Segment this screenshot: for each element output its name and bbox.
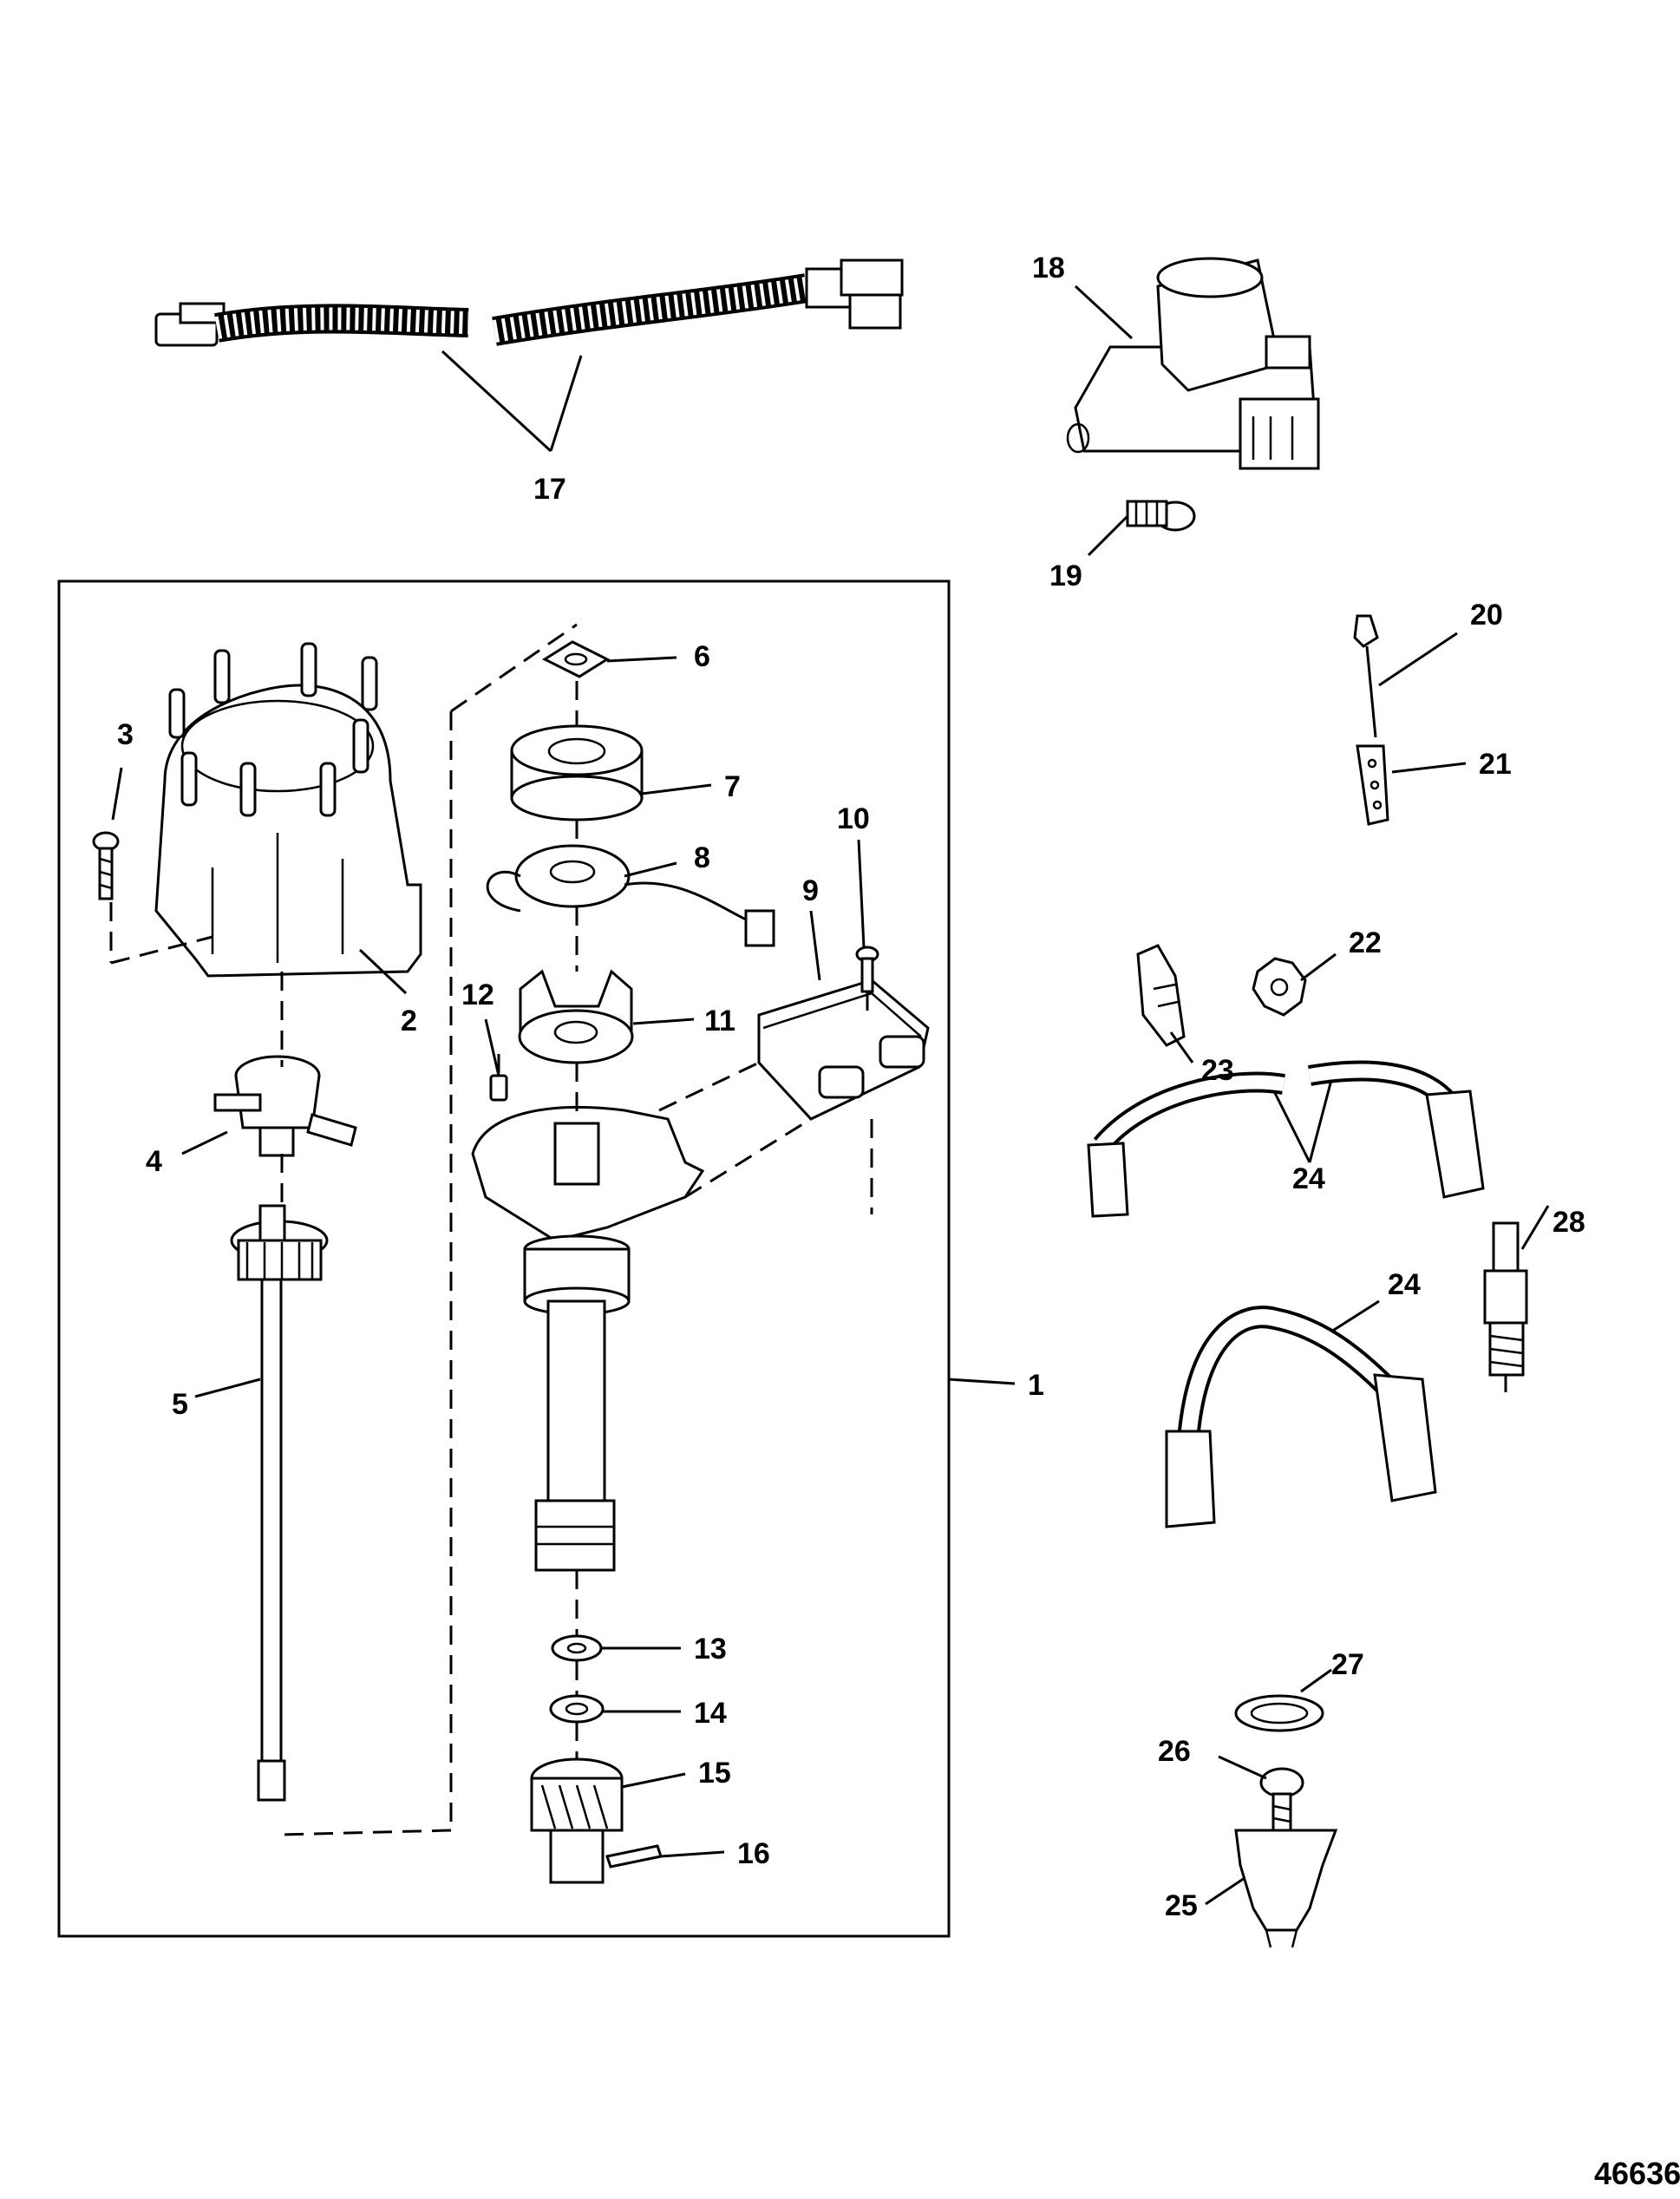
callout-6: 6 bbox=[694, 640, 710, 673]
callout-20: 20 bbox=[1470, 599, 1503, 632]
callout-16: 16 bbox=[737, 1837, 770, 1870]
callout-26: 26 bbox=[1158, 1735, 1191, 1768]
callout-13: 13 bbox=[694, 1633, 727, 1666]
callout-12: 12 bbox=[461, 978, 494, 1011]
callout-3: 3 bbox=[117, 718, 134, 751]
spark-plug-wire-upper-part bbox=[1087, 1060, 1485, 1218]
washer-part-27 bbox=[1234, 1694, 1324, 1732]
spark-plug-wire-lower-part bbox=[1165, 1306, 1437, 1528]
wire-harness-part bbox=[154, 259, 904, 347]
callout-17: 17 bbox=[533, 473, 566, 506]
callout-27: 27 bbox=[1331, 1648, 1364, 1681]
thrust-washer-part-13 bbox=[551, 1634, 603, 1662]
coil-screw-part bbox=[1126, 500, 1196, 532]
pickup-coil-part bbox=[486, 844, 775, 947]
callout-10: 10 bbox=[837, 802, 870, 835]
pole-piece-part bbox=[510, 724, 644, 821]
callout-2: 2 bbox=[401, 1005, 417, 1037]
callout-22: 22 bbox=[1349, 926, 1382, 959]
callout-24-upper: 24 bbox=[1292, 1162, 1325, 1195]
callout-4: 4 bbox=[146, 1145, 162, 1178]
ignition-coil-part bbox=[1066, 257, 1320, 470]
callout-8: 8 bbox=[694, 841, 710, 874]
distributor-assembly-frame bbox=[57, 579, 951, 1938]
callout-28: 28 bbox=[1553, 1206, 1585, 1239]
callout-23: 23 bbox=[1201, 1054, 1234, 1087]
callout-15: 15 bbox=[698, 1757, 731, 1790]
leader-lines bbox=[111, 285, 1550, 1906]
callout-11: 11 bbox=[704, 1005, 735, 1037]
callout-18: 18 bbox=[1032, 252, 1065, 285]
distributor-shaft-part bbox=[230, 1204, 329, 1802]
clip-part-23 bbox=[1136, 944, 1186, 1047]
cap-screw-part bbox=[92, 831, 120, 900]
retainer-part-22 bbox=[1252, 957, 1307, 1017]
rotor-part bbox=[213, 1055, 357, 1157]
callout-9: 9 bbox=[802, 874, 819, 907]
pin-part-12 bbox=[489, 1074, 508, 1102]
spark-plug-part bbox=[1483, 1221, 1528, 1392]
distributor-housing-part bbox=[471, 1106, 705, 1572]
gasket-part-6 bbox=[541, 640, 611, 678]
callout-25: 25 bbox=[1165, 1889, 1198, 1922]
hold-down-clamp-part bbox=[1234, 1829, 1338, 1948]
clip-part-21 bbox=[1356, 744, 1389, 826]
washer-part-14 bbox=[549, 1694, 605, 1724]
callout-14: 14 bbox=[694, 1697, 727, 1730]
ignition-module-part bbox=[757, 978, 930, 1121]
callout-19: 19 bbox=[1049, 560, 1082, 592]
drive-gear-part bbox=[530, 1757, 624, 1884]
callout-7: 7 bbox=[724, 770, 741, 803]
roll-pin-part bbox=[605, 1844, 663, 1868]
callout-24-lower: 24 bbox=[1388, 1268, 1421, 1301]
distributor-cap-part bbox=[154, 642, 422, 978]
callout-5: 5 bbox=[172, 1388, 188, 1421]
callout-21: 21 bbox=[1479, 748, 1512, 781]
callout-1: 1 bbox=[1028, 1369, 1044, 1402]
wire-tie-part bbox=[1353, 614, 1379, 738]
retainer-part-11 bbox=[518, 969, 634, 1064]
figure-number: 46636 bbox=[1594, 2156, 1680, 2191]
